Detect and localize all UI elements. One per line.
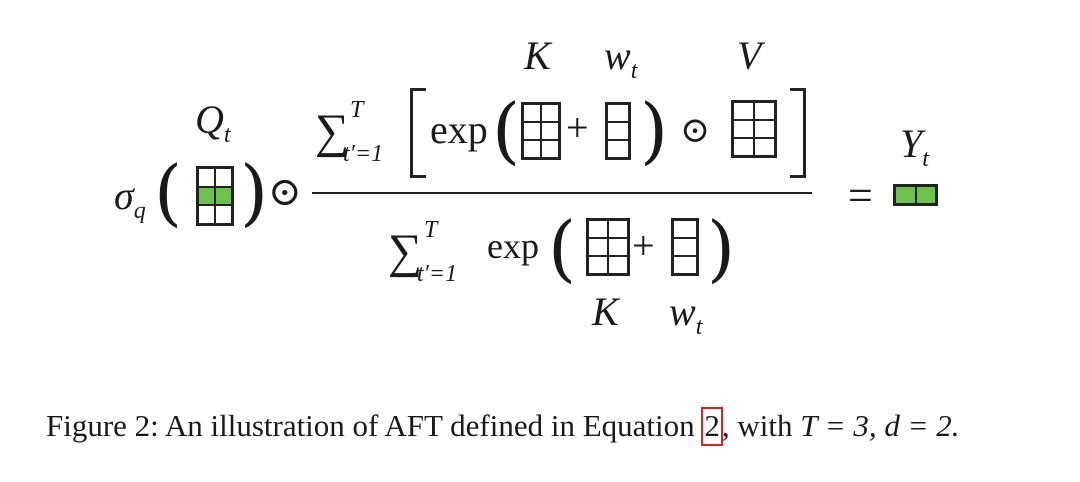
numerator-sum-symbol: ∑ [315, 105, 350, 158]
denominator-k-label: K [592, 289, 619, 334]
hadamard-operator: ⊙ [268, 169, 302, 214]
matrix-cell [608, 238, 628, 256]
right-paren-q: ) [240, 150, 269, 234]
numerator-k-label: K [524, 33, 551, 78]
numerator-v-matrix [731, 100, 777, 158]
matrix-cell [754, 120, 775, 138]
denominator-sum-lower: t′=1 [417, 261, 458, 287]
figure-caption: Figure 2: An illustration of AFT defined… [46, 407, 960, 446]
matrix-cell [198, 186, 215, 206]
denominator-k-matrix [586, 218, 630, 276]
matrix-cell [607, 104, 629, 122]
denominator-plus: + [632, 223, 655, 268]
equals-sign: = [848, 171, 873, 220]
sigma-symbol: σq [114, 173, 146, 224]
y-matrix [893, 184, 938, 206]
matrix-cell [673, 256, 697, 274]
y-label: Yt [900, 121, 929, 172]
numerator-v-label: V [737, 33, 762, 78]
fraction-bar [312, 192, 812, 194]
left-paren-q: ( [154, 150, 183, 234]
matrix-cell [588, 238, 608, 256]
matrix-cell [733, 120, 754, 138]
matrix-cell [607, 140, 629, 158]
numerator-hadamard-operator: ⊙ [680, 110, 711, 150]
matrix-cell [588, 220, 608, 238]
denominator-w-label: wt [669, 289, 703, 340]
matrix-cell [754, 102, 775, 120]
matrix-cell [215, 205, 232, 224]
numerator-exp-left-paren: ( [492, 88, 521, 172]
matrix-cell [895, 186, 916, 204]
caption-suffix: , with [721, 408, 801, 443]
matrix-cell [673, 220, 697, 238]
q-matrix [196, 166, 234, 226]
matrix-cell [733, 138, 754, 156]
matrix-cell [673, 238, 697, 256]
denominator-sum-upper: T [424, 217, 438, 243]
numerator-k-matrix [521, 102, 561, 160]
matrix-cell [198, 205, 215, 224]
numerator-plus: + [566, 105, 589, 150]
caption-math: T = 3, d = 2. [800, 408, 960, 443]
denominator-w-matrix [671, 218, 699, 276]
matrix-cell [754, 138, 775, 156]
matrix-cell [588, 256, 608, 274]
matrix-cell [608, 220, 628, 238]
denominator-exp: exp [487, 226, 539, 266]
numerator-exp: exp [430, 107, 488, 152]
matrix-cell [541, 122, 559, 140]
right-bracket [790, 88, 806, 178]
equation-reference[interactable]: 2 [701, 407, 723, 446]
matrix-cell [215, 168, 232, 187]
matrix-cell [541, 104, 559, 122]
numerator-w-label: wt [604, 33, 638, 84]
denominator-sum-symbol: ∑ [388, 225, 423, 278]
matrix-cell [523, 104, 541, 122]
denominator-exp-right-paren: ) [707, 206, 736, 290]
denominator-exp-left-paren: ( [548, 206, 577, 290]
equation-reference-box [701, 407, 723, 446]
matrix-cell [198, 168, 215, 187]
left-bracket [410, 88, 426, 178]
numerator-exp-right-paren: ) [640, 88, 669, 172]
matrix-cell [215, 186, 232, 206]
caption-prefix: Figure 2: An illustration of AFT defined… [46, 408, 703, 443]
matrix-cell [541, 140, 559, 158]
numerator-sum-lower: t′=1 [343, 141, 384, 167]
numerator-w-matrix [605, 102, 631, 160]
q-label: Qt [195, 97, 231, 148]
matrix-cell [915, 186, 936, 204]
matrix-cell [523, 140, 541, 158]
matrix-cell [733, 102, 754, 120]
matrix-cell [608, 256, 628, 274]
matrix-cell [607, 122, 629, 140]
numerator-sum-upper: T [350, 97, 364, 123]
matrix-cell [523, 122, 541, 140]
